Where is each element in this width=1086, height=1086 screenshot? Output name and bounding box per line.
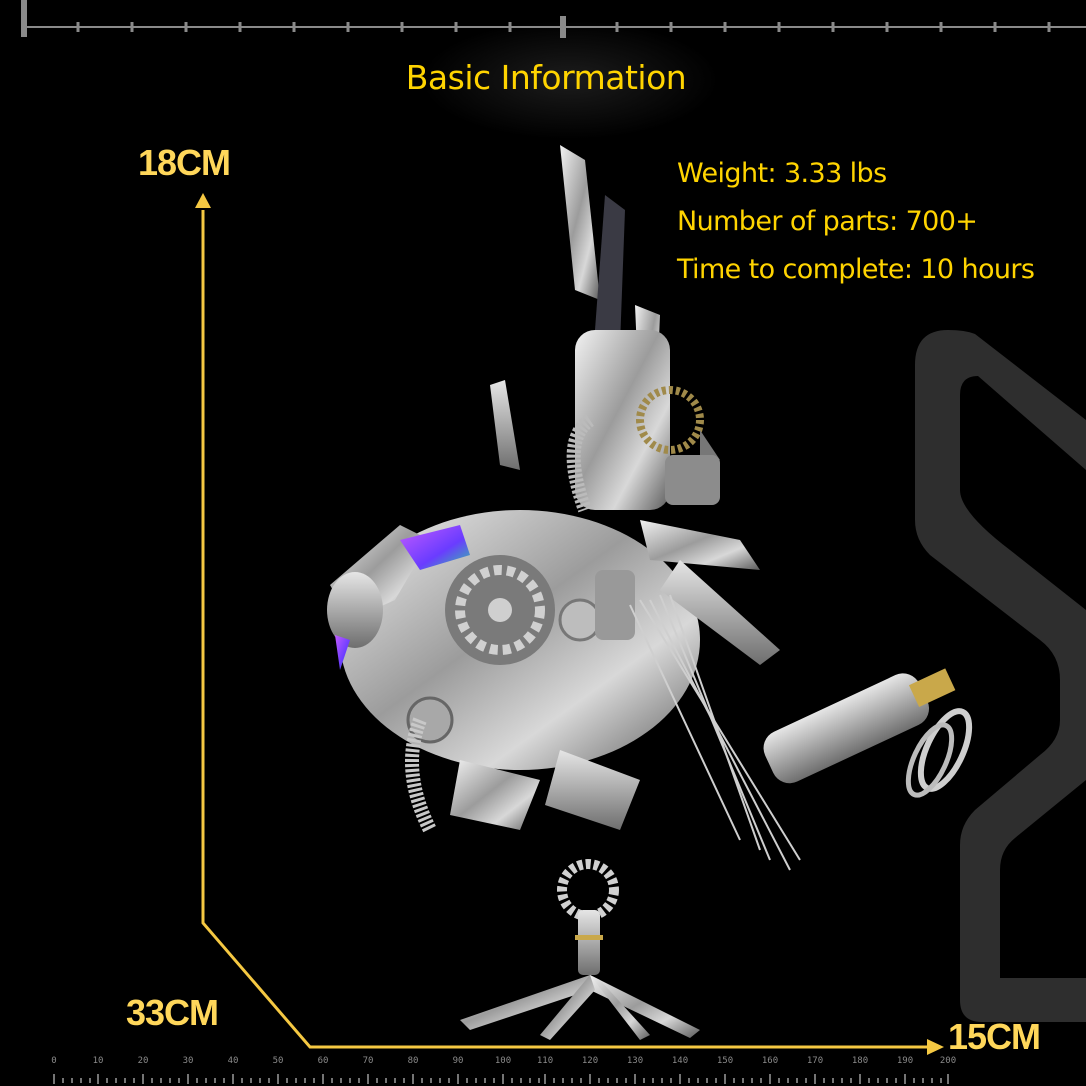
ruler-label: 150 [716,1056,734,1066]
dimension-arrow [201,210,930,1049]
specs-list: Weight: 3.33 lbs Number of parts: 700+ T… [677,150,1035,294]
dimension-height-label: 18CM [138,142,231,183]
ruler-label: 70 [362,1056,374,1066]
ruler-label: 120 [581,1056,599,1066]
ruler-label: 110 [536,1056,554,1066]
ruler-label: 160 [761,1056,779,1066]
ruler-label: 90 [452,1056,464,1066]
bottom-ruler-labels: 0 10 20 30 40 50 60 70 80 90 100 110 120… [0,1056,1086,1070]
ruler-label: 130 [626,1056,644,1066]
ruler-label: 140 [671,1056,689,1066]
title-glow [420,20,720,140]
ruler-label: 190 [896,1056,914,1066]
top-ruler [21,0,1086,38]
arrow-right-icon [927,1039,944,1055]
page-title: Basic Information [405,58,687,97]
ruler-label: 200 [939,1056,957,1066]
spec-weight: Weight: 3.33 lbs [677,158,887,189]
mechanical-bird-illustration [327,145,973,1040]
ruler-label: 20 [137,1056,149,1066]
ruler-label: 0 [51,1056,57,1066]
ruler-label: 50 [272,1056,284,1066]
ruler-label: 180 [851,1056,869,1066]
ruler-label: 170 [806,1056,824,1066]
dimension-length-label: 33CM [126,992,219,1033]
arrow-up-icon [195,193,211,208]
spec-build-time: Time to complete: 10 hours [677,254,1035,285]
spec-parts-count: Number of parts: 700+ [677,206,978,237]
ruler-label: 80 [407,1056,419,1066]
dimension-width-label: 15CM [948,1016,1041,1057]
bottom-ruler-ticks [53,1074,949,1084]
decorative-track-shape [915,330,1086,1022]
ruler-label: 40 [227,1056,239,1066]
ruler-label: 30 [182,1056,194,1066]
ruler-label: 10 [92,1056,104,1066]
ruler-label: 100 [494,1056,512,1066]
ruler-label: 60 [317,1056,329,1066]
